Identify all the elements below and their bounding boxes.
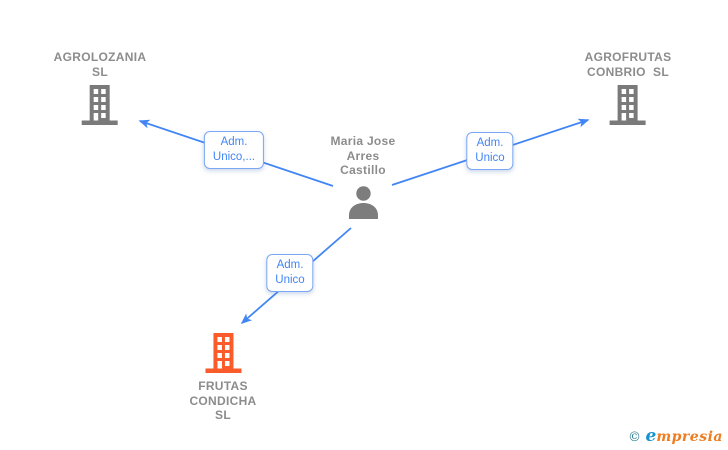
building-icon xyxy=(81,85,118,125)
node-label-person: Maria Jose Arres Castillo xyxy=(330,134,396,177)
node-frutas-condicha-sl[interactable]: FRUTAS CONDICHA SL xyxy=(189,333,256,423)
node-label-agrolozania: AGROLOZANIA SL xyxy=(53,50,147,79)
node-label-frutas: FRUTAS CONDICHA SL xyxy=(189,379,257,422)
brand-rest: mpresia xyxy=(656,429,723,445)
building-icon xyxy=(610,85,646,125)
brand-initial: e xyxy=(645,426,657,446)
edge-label-adm-unico-bottom: Adm. Unico xyxy=(266,254,314,292)
node-label-agrofrutas: AGROFRUTAS CONBRIO SL xyxy=(584,50,672,79)
edge-label-adm-unico-left: Adm. Unico,... xyxy=(203,131,265,169)
person-icon xyxy=(348,185,378,219)
node-agrolozania-sl[interactable]: AGROLOZANIA SL xyxy=(54,50,147,125)
node-agrofrutas-conbrio-sl[interactable]: AGROFRUTAS CONBRIO SL xyxy=(585,50,672,125)
empresia-logo[interactable]: © empresia xyxy=(628,426,723,446)
building-icon-highlighted xyxy=(204,333,241,373)
copyright-symbol: © xyxy=(628,430,642,445)
edge-label-adm-unico-right: Adm. Unico xyxy=(466,132,514,170)
node-maria-jose-arres-castillo[interactable]: Maria Jose Arres Castillo xyxy=(330,134,395,220)
